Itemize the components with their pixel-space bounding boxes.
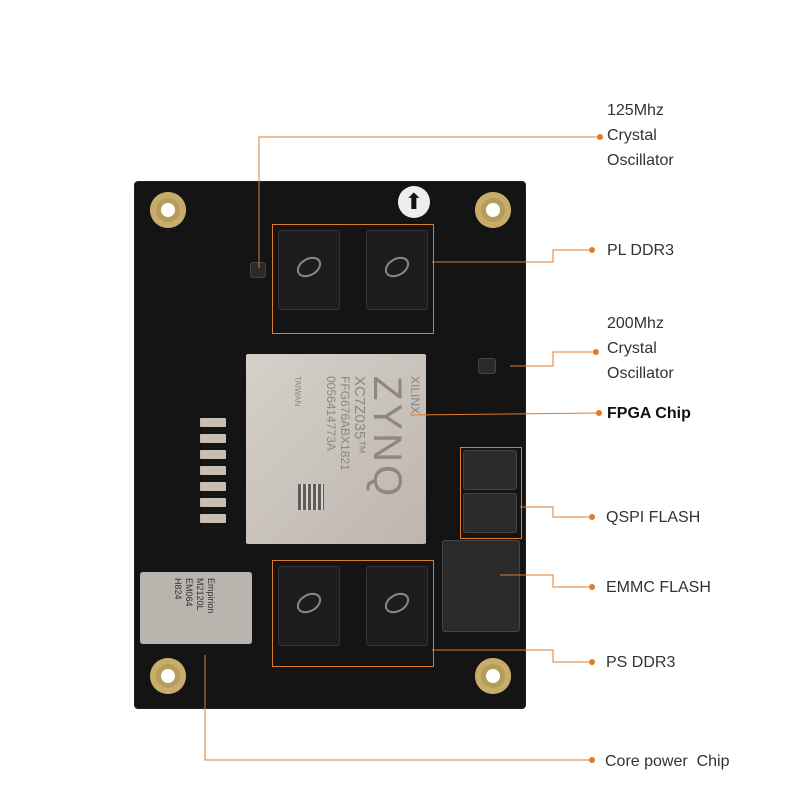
- capacitor: [200, 482, 226, 491]
- mounting-hole: [150, 658, 186, 694]
- arrow-up-icon: ⬆: [398, 186, 430, 218]
- capacitor: [200, 466, 226, 475]
- crystal-200: [478, 358, 496, 374]
- label-core-power-chip: Core power Chip: [605, 753, 730, 770]
- label-ps-ddr3: PS DDR3: [606, 654, 676, 671]
- ps-ddr3-chip: [278, 566, 340, 646]
- label-fpga-chip: FPGA Chip: [607, 405, 691, 422]
- pl-ddr3-chip: [366, 230, 428, 310]
- label-qspi-flash: QSPI FLASH: [606, 509, 701, 526]
- crystal-125: [250, 262, 266, 278]
- qspi-flash-chip: [463, 450, 517, 490]
- qspi-highlight: [460, 447, 522, 539]
- mounting-hole: [475, 658, 511, 694]
- capacitor: [200, 450, 226, 459]
- capacitor: [200, 498, 226, 507]
- capacitor: [200, 514, 226, 523]
- ps-ddr3-highlight: [272, 560, 434, 667]
- capacitor: [200, 418, 226, 427]
- core-power-chip: Empirion M2120L EM064 H824: [140, 572, 252, 644]
- fpga-chip: XILINX ZYNQ XC7Z035™ FFG676ABX1821 00564…: [246, 354, 426, 544]
- capacitor: [200, 434, 226, 443]
- label-pl-ddr3: PL DDR3: [607, 242, 674, 259]
- ps-ddr3-chip: [366, 566, 428, 646]
- qr-code: [298, 484, 324, 510]
- pl-ddr3-highlight: [272, 224, 434, 334]
- emmc-flash-chip: [442, 540, 520, 632]
- qspi-flash-chip: [463, 493, 517, 533]
- pl-ddr3-chip: [278, 230, 340, 310]
- label-emmc-flash: EMMC FLASH: [606, 579, 711, 596]
- mounting-hole: [475, 192, 511, 228]
- mounting-hole: [150, 192, 186, 228]
